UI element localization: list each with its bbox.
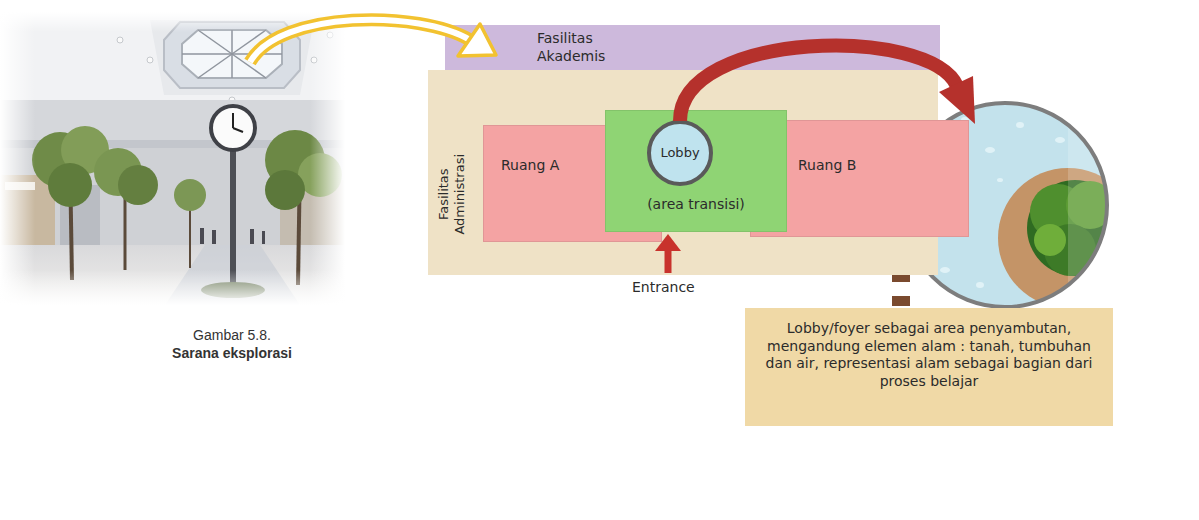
entrance-label: Entrance [632,279,695,297]
transition-box: (area transisi) Lobby [605,110,787,232]
hollow-arrow [250,20,496,62]
entrance-arrow [655,234,681,273]
caption-wrap: Gambar 5.8. Sarana eksplorasi [170,326,294,362]
figure-caption: Gambar 5.8. Sarana eksplorasi [170,326,294,362]
curved-arrow [680,46,975,124]
tree [32,126,342,285]
node-label: Lobby/foyer sebagai area penyambutan, me… [757,320,1101,390]
lobby-circle: Lobby [647,120,713,186]
node-label: (area transisi) [605,196,787,214]
node-label: Fasilitas Administrasi [436,146,469,242]
mall-photo [0,12,345,305]
node-label: Ruang B [798,157,1017,175]
label-wrap: Entrance [632,279,695,297]
node-label: Fasilitas Akademis [537,30,637,65]
circle-label: Lobby [651,145,709,161]
area-panel: Fasilitas AdministrasiRuang A(area trans… [428,70,938,275]
note-box: Lobby/foyer sebagai area penyambutan, me… [745,308,1113,426]
band: Fasilitas Akademis [445,25,940,73]
